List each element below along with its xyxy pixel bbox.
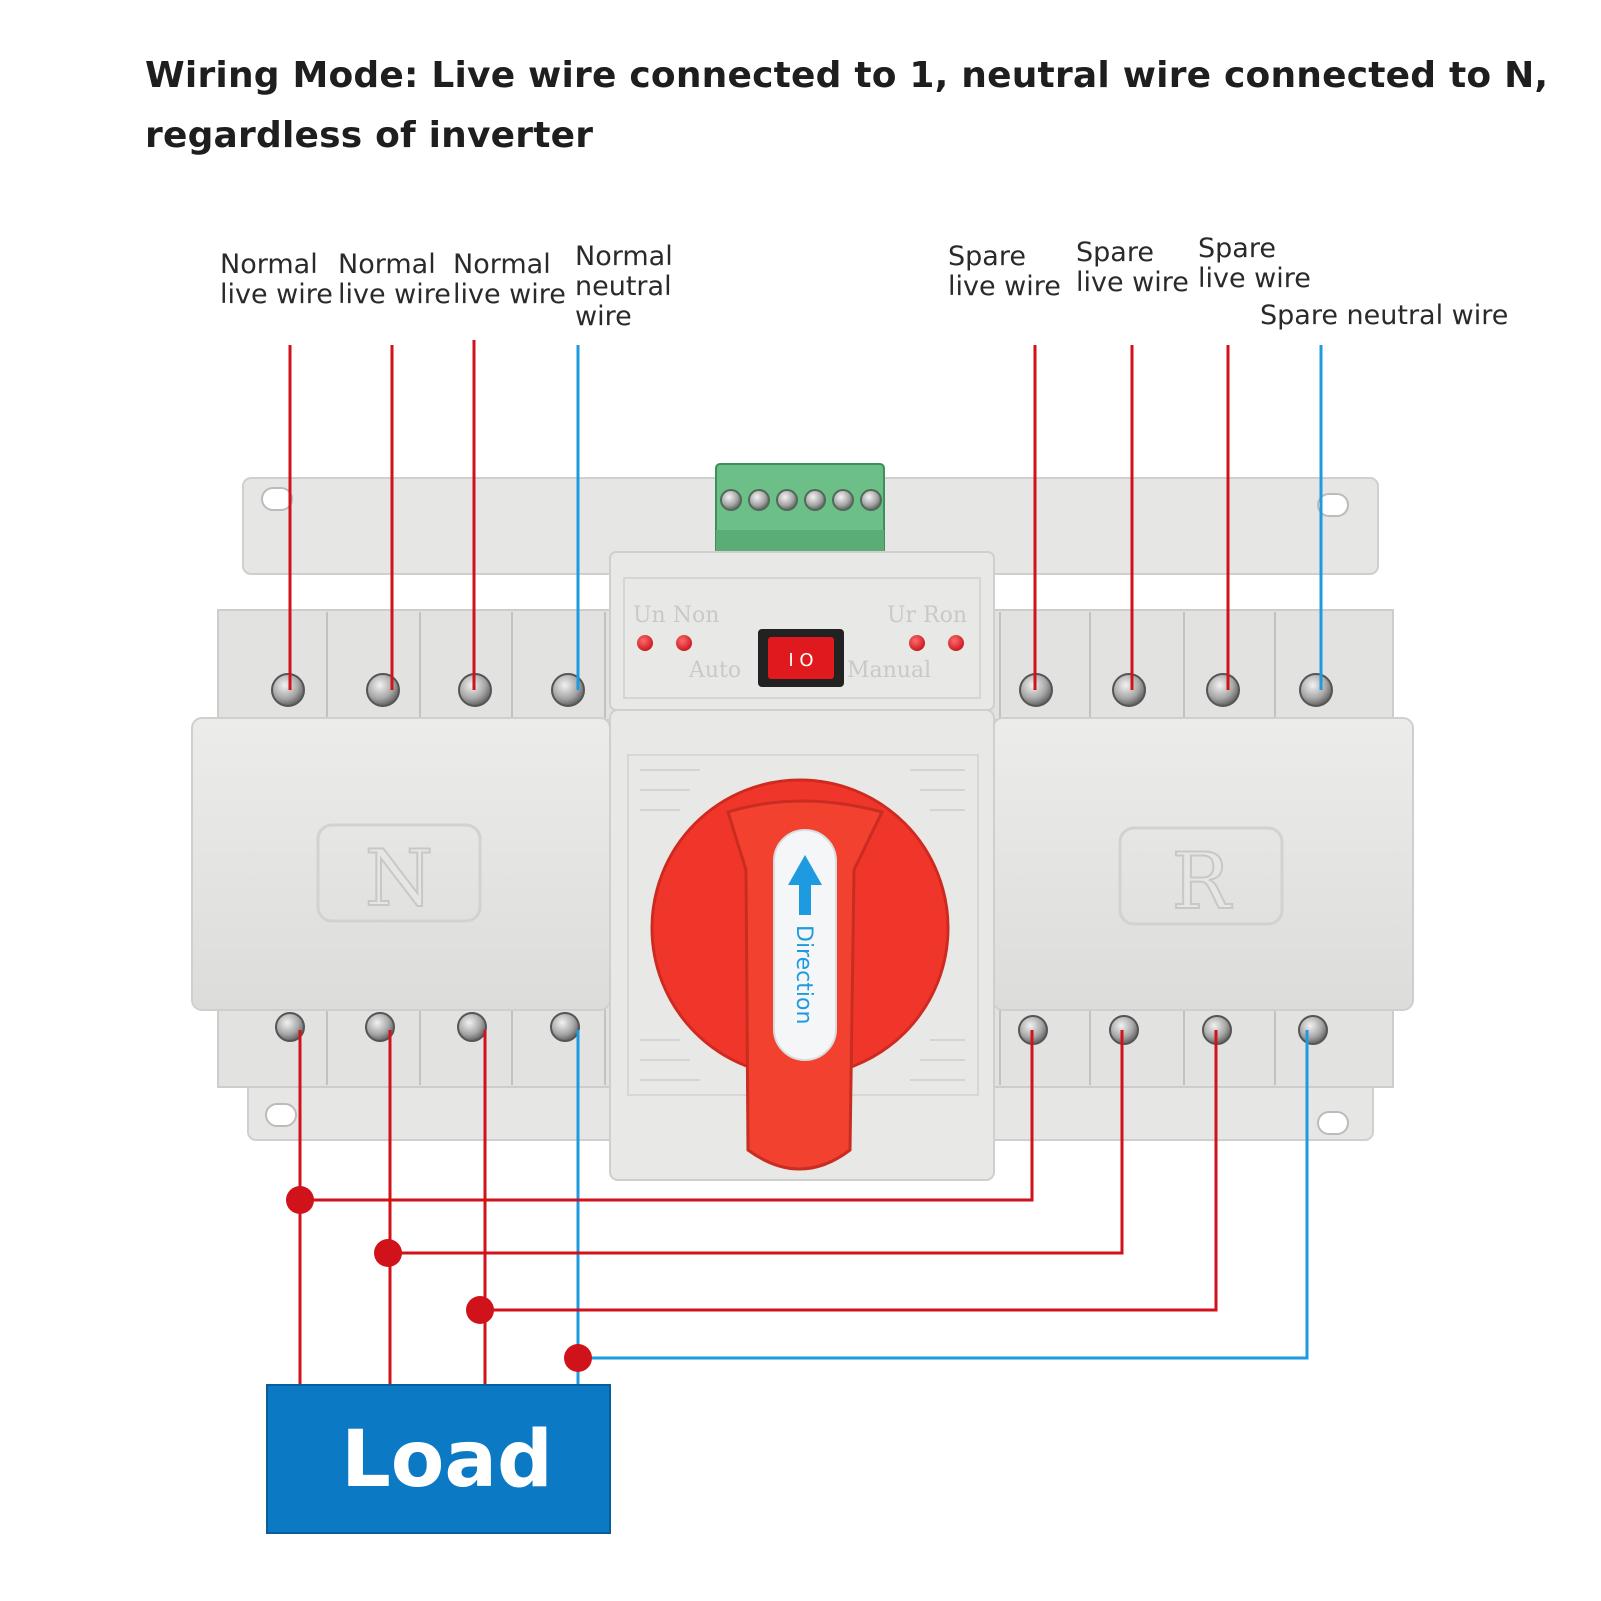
wire-bridge-live-2 [388,1030,1124,1255]
bottom-terminal-screws [275,1012,1328,1045]
mode-label-manual: Manual [847,658,931,683]
panel-letter-r: R [1172,837,1233,927]
panel-letter-n: N [365,834,433,924]
mount-hole-bottom-right [1317,1111,1349,1135]
switch-device: N R Un Non Ur Ron Auto Manual [191,463,1414,1181]
wire-bridge-live-1 [300,1030,1034,1202]
handle-direction-text: Direction [791,925,816,1024]
load-label: Load [341,1415,553,1505]
indicator-led-reserve-1 [909,635,925,651]
handle-label-plate [773,829,837,1061]
indicator-led-reserve-2 [948,635,964,651]
indicator-led-normal-2 [676,635,692,651]
wire-bridge-live-3 [480,1030,1218,1312]
control-terminal-block [715,463,885,555]
label-spare-neutral-wire: Spare neutral wire [1260,300,1509,331]
indicator-label-reserve: Ur Ron [887,603,967,628]
direction-arrow-icon [788,855,822,915]
junction-dot-live-2 [374,1239,402,1267]
output-wires [298,1030,1309,1390]
mode-rocker-switch[interactable]: I O [758,629,844,687]
junction-dot-live-3 [466,1296,494,1324]
junction-dot-neutral [564,1344,592,1372]
junction-dot-live-1 [286,1186,314,1214]
title-line-2: regardless of inverter [145,115,594,156]
indicator-label-normal: Un Non [633,603,719,628]
mount-hole-top-right [1317,493,1349,517]
title-line-1: Wiring Mode: Live wire connected to 1, n… [145,55,1549,96]
indicator-led-normal-1 [637,635,653,651]
wire-bridge-neutral [578,1030,1309,1360]
load-box: Load [266,1384,611,1534]
mount-hole-top-left [261,487,293,511]
rotary-handle[interactable]: Direction [650,778,950,1171]
mode-label-auto: Auto [688,658,741,683]
svg-text:I O: I O [788,650,813,671]
mount-hole-bottom-left [265,1103,297,1127]
incoming-wires [288,340,1323,690]
